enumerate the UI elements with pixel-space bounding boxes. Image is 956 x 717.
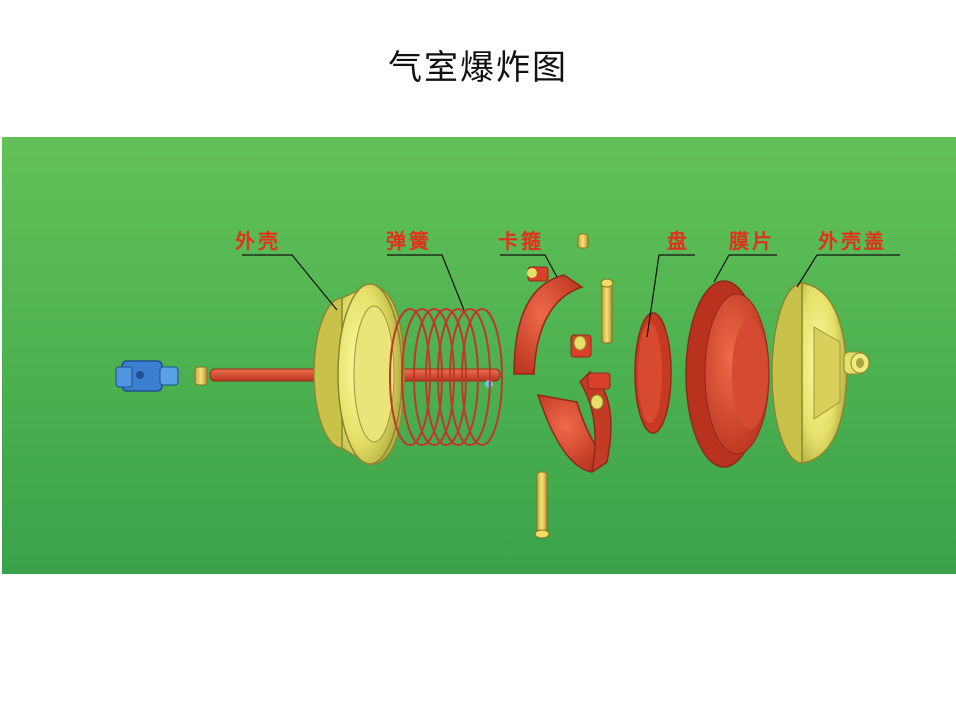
- leader-lines: [242, 254, 900, 338]
- diaphragm-part: [685, 280, 770, 468]
- label-diaphragm: 膜片: [728, 229, 775, 253]
- label-disc: 盘: [667, 229, 690, 253]
- disc-part: [634, 312, 672, 434]
- lower-bolt: [534, 471, 550, 539]
- small-pin: [577, 233, 589, 249]
- spring-part: [389, 308, 503, 446]
- label-spring: 弹簧: [386, 229, 432, 253]
- clevis-part: [115, 360, 179, 392]
- upper-bolt: [600, 278, 614, 344]
- label-outer-cover: 外壳盖: [818, 229, 887, 253]
- outer-shell-part: [313, 283, 405, 466]
- label-outer-shell: 外壳: [235, 229, 281, 253]
- clamp-lower-part: [536, 370, 612, 474]
- nut-part: [194, 366, 208, 386]
- clamp-upper-part: [513, 266, 592, 375]
- diagram-title: 气室爆炸图: [388, 48, 568, 88]
- label-clamp: 卡箍: [498, 229, 544, 253]
- outer-cover-part: [771, 282, 870, 464]
- exploded-view-diagram: 外壳 弹簧 卡箍 盘 膜片 外壳盖: [2, 137, 956, 574]
